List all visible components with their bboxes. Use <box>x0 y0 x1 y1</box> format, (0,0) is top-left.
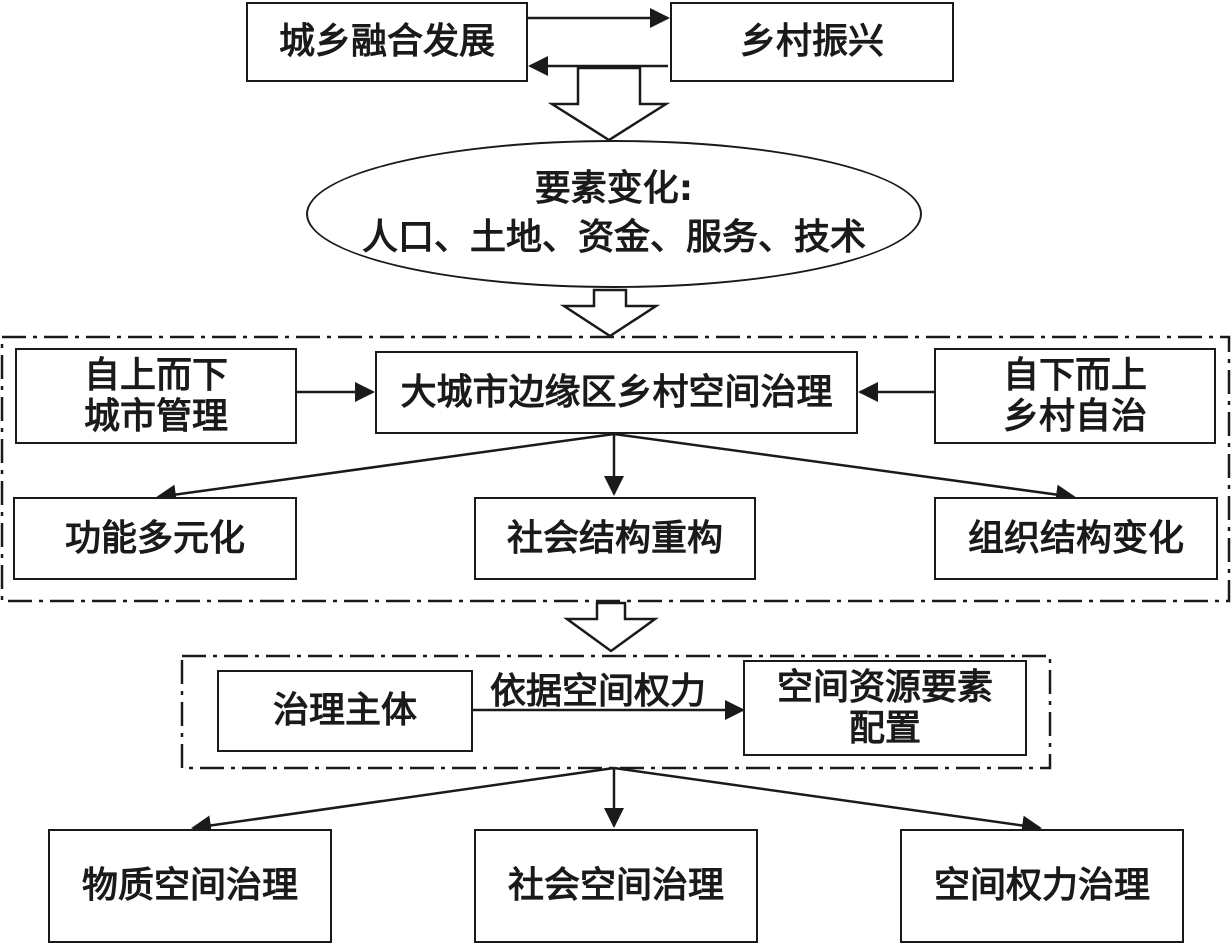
resource-allocation-line1: 空间资源要素 <box>776 666 993 708</box>
governance-subject-box: 治理主体 <box>217 670 473 752</box>
governance-frame <box>0 335 1231 603</box>
spatial-power-label: 依据空间权力 <box>490 671 707 712</box>
governance-center-box: 大城市边缘区乡村空间治理 <box>375 351 858 434</box>
mechanism-frame <box>180 654 1052 770</box>
result-power-space-label: 空间权力治理 <box>933 865 1150 907</box>
bottom-up-line2: 乡村自治 <box>1002 396 1147 437</box>
rural-revitalization-label: 乡村振兴 <box>739 21 884 63</box>
arrow-to-physical <box>191 766 615 836</box>
result-social-space-label: 社会空间治理 <box>507 865 724 907</box>
governance-subject-label: 治理主体 <box>272 690 417 732</box>
top-down-line2: 城市管理 <box>83 396 228 437</box>
top-down-line1: 自上而下 <box>83 354 228 396</box>
factor-change-items: 人口、土地、资金、服务、技术 <box>361 217 866 258</box>
result-power-space-box: 空间权力治理 <box>900 829 1184 943</box>
bottom-up-line1: 自下而上 <box>1002 354 1147 396</box>
factor-change-ellipse: 要素变化: 人口、土地、资金、服务、技术 <box>306 140 922 288</box>
result-physical-space-box: 物质空间治理 <box>48 829 332 943</box>
hollow-arrow-2 <box>559 288 661 338</box>
outcome-function-box: 功能多元化 <box>13 497 297 580</box>
outcome-social-structure-box: 社会结构重构 <box>474 497 756 580</box>
resource-allocation-line2: 配置 <box>848 708 921 749</box>
urban-rural-integration-label: 城乡融合发展 <box>278 21 495 63</box>
arrow-to-function <box>156 432 615 505</box>
result-social-space-box: 社会空间治理 <box>474 829 758 943</box>
bottom-up-autonomy-box: 自下而上 乡村自治 <box>934 348 1216 444</box>
outcome-org-structure-label: 组织结构变化 <box>967 517 1184 559</box>
urban-rural-integration-box: 城乡融合发展 <box>246 2 528 82</box>
outcome-org-structure-box: 组织结构变化 <box>934 497 1218 580</box>
governance-center-label: 大城市边缘区乡村空间治理 <box>400 371 833 413</box>
factor-change-title: 要素变化: <box>534 168 694 210</box>
outcome-social-structure-label: 社会结构重构 <box>506 517 723 559</box>
arrow-to-power-space <box>613 766 1042 836</box>
rural-revitalization-box: 乡村振兴 <box>670 2 954 82</box>
hollow-arrow-3 <box>563 601 659 653</box>
outcome-function-label: 功能多元化 <box>64 517 245 559</box>
result-physical-space-label: 物质空间治理 <box>81 865 298 907</box>
arrow-to-org-structure <box>613 432 1076 505</box>
resource-allocation-box: 空间资源要素 配置 <box>743 660 1027 756</box>
top-down-management-box: 自上而下 城市管理 <box>15 348 297 444</box>
hollow-arrow-1 <box>547 66 671 142</box>
